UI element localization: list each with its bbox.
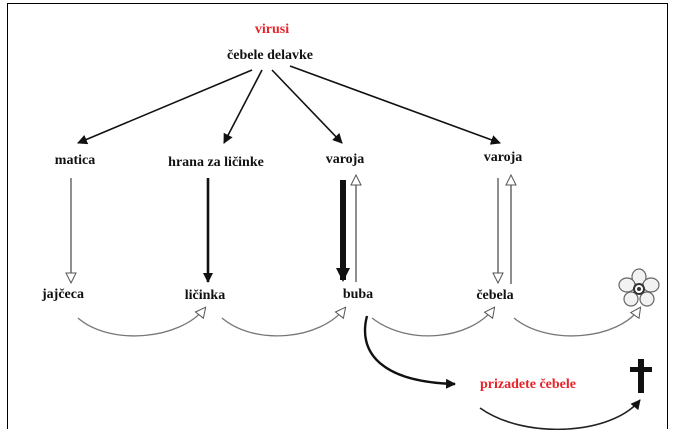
node-root: čebele delavke	[227, 48, 313, 63]
node-jajceca: jajčeca	[42, 287, 84, 302]
node-varoja-2: varoja	[483, 150, 523, 165]
curve-buba-cebela	[371, 308, 494, 337]
arrow-root-varoja-1	[271, 69, 343, 144]
cross-icon	[630, 359, 652, 393]
arrow-root-varoja-2	[289, 65, 501, 145]
flower-icon	[618, 268, 660, 307]
node-cebela: čebela	[476, 288, 514, 303]
node-hrana: hrana za ličinke	[168, 155, 264, 170]
arrow-buba-prizadete	[363, 315, 456, 389]
node-prizadete: prizadete čebele	[479, 377, 577, 392]
node-matica: matica	[54, 153, 96, 168]
curve-prizadete-cross	[479, 399, 641, 430]
node-buba: buba	[342, 287, 374, 302]
arrow-root-matica	[77, 69, 253, 145]
frame	[7, 3, 668, 429]
curve-jajceca-licinka	[77, 308, 205, 337]
label-virusi: virusi	[254, 22, 290, 37]
curve-cebela-flower	[513, 308, 640, 337]
node-varoja-1: varoja	[325, 152, 365, 167]
node-licinka: ličinka	[184, 288, 226, 303]
curve-licinka-buba	[221, 308, 345, 337]
arrow-root-hrana	[223, 69, 263, 144]
